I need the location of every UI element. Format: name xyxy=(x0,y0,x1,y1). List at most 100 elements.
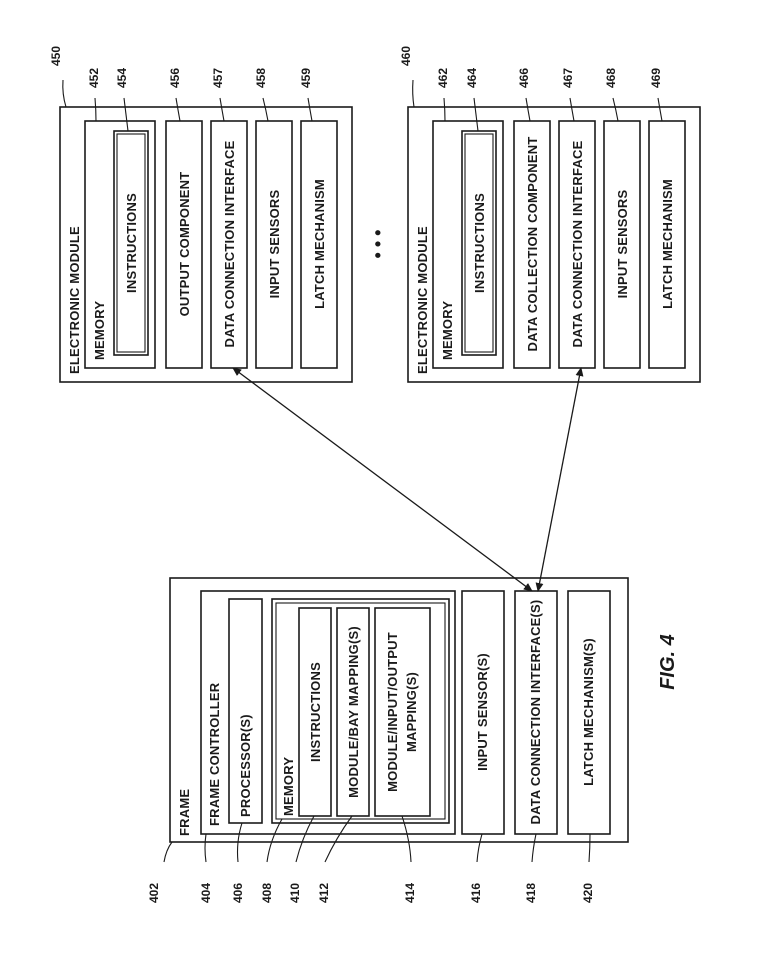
module-a-instructions-label: INSTRUCTIONS xyxy=(124,193,139,293)
instructions-label: INSTRUCTIONS xyxy=(308,662,323,762)
leader-402 xyxy=(163,841,173,863)
ref-416: 416 xyxy=(469,883,483,903)
leader-469 xyxy=(657,97,663,122)
module-a-memory-title: MEMORY xyxy=(92,301,107,360)
module-a-instructions-box xyxy=(113,130,149,356)
leader-459 xyxy=(307,97,313,122)
module-a-data-connection-box xyxy=(210,120,248,369)
module-a-instructions-inner xyxy=(116,133,146,353)
module-io-mapping-label-2: MAPPING(S) xyxy=(404,672,419,752)
ref-406: 406 xyxy=(231,883,245,903)
leader-416 xyxy=(476,833,483,863)
module-bay-mapping-label: MODULE/BAY MAPPING(S) xyxy=(346,626,361,798)
frame-latch-box xyxy=(567,590,611,835)
ref-418: 418 xyxy=(524,883,538,903)
ref-456: 456 xyxy=(168,68,182,88)
ref-469: 469 xyxy=(649,68,663,88)
module-ellipsis: • • • xyxy=(368,230,388,259)
leader-460 xyxy=(412,79,415,108)
connection-arrow-module-a xyxy=(232,367,533,592)
ref-450: 450 xyxy=(49,46,63,66)
frame-latch-label: LATCH MECHANISM(S) xyxy=(581,638,596,786)
frame-input-sensors-label: INPUT SENSOR(S) xyxy=(475,653,490,771)
module-a-output-box xyxy=(165,120,203,369)
module-io-mapping-label-1: MODULE/INPUT/OUTPUT xyxy=(385,632,400,792)
ref-457: 457 xyxy=(211,68,225,88)
instructions-box xyxy=(298,607,332,817)
leader-468 xyxy=(612,97,619,122)
leader-412 xyxy=(324,815,353,863)
ref-459: 459 xyxy=(299,68,313,88)
electronic-module-a: ELECTRONIC MODULE MEMORY INSTRUCTIONS OU… xyxy=(59,106,353,383)
leader-462 xyxy=(443,97,446,122)
module-b-reference-numerals: 460 462 464 466 467 468 469 xyxy=(399,46,663,132)
frame-block: FRAME FRAME CONTROLLER PROCESSOR(S) MEMO… xyxy=(169,577,629,843)
controller-memory-outline xyxy=(271,598,450,824)
ref-410: 410 xyxy=(288,883,302,903)
module-b-data-connection-label: DATA CONNECTION INTERFACE xyxy=(570,140,585,347)
leader-414 xyxy=(401,815,412,863)
controller-memory-inner-outline xyxy=(275,602,446,820)
module-b-instructions-inner xyxy=(464,133,494,353)
module-a-data-connection-label: DATA CONNECTION INTERFACE xyxy=(222,140,237,347)
module-io-mapping-box xyxy=(374,607,431,817)
module-b-input-sensors-box xyxy=(603,120,641,369)
frame-controller-title: FRAME CONTROLLER xyxy=(207,682,222,826)
ref-412: 412 xyxy=(317,883,331,903)
leader-410 xyxy=(295,815,315,863)
electronic-module-b: ELECTRONIC MODULE MEMORY INSTRUCTIONS DA… xyxy=(407,106,701,383)
module-a-latch-label: LATCH MECHANISM xyxy=(312,179,327,309)
module-b-data-collection-label: DATA COLLECTION COMPONENT xyxy=(525,137,540,352)
processor-box xyxy=(228,598,263,824)
leader-454 xyxy=(123,97,129,132)
ref-466: 466 xyxy=(517,68,531,88)
module-a-input-sensors-label: INPUT SENSORS xyxy=(267,189,282,298)
leader-458 xyxy=(262,97,269,122)
module-b-instructions-label: INSTRUCTIONS xyxy=(472,193,487,293)
processor-label: PROCESSOR(S) xyxy=(238,714,253,817)
module-a-outline xyxy=(59,106,353,383)
leader-418 xyxy=(531,833,537,863)
frame-title: FRAME xyxy=(177,789,192,836)
ref-460: 460 xyxy=(399,46,413,66)
module-a-reference-numerals: 450 452 454 456 457 458 459 xyxy=(49,46,313,132)
ref-402: 402 xyxy=(147,883,161,903)
ref-454: 454 xyxy=(115,68,129,88)
module-a-memory-outline xyxy=(84,120,156,369)
leader-464 xyxy=(473,97,479,132)
frame-data-connection-label: DATA CONNECTION INTERFACE(S) xyxy=(528,600,543,825)
connection-arrow-module-b xyxy=(535,367,584,592)
module-a-output-label: OUTPUT COMPONENT xyxy=(177,172,192,317)
leader-457 xyxy=(219,97,225,122)
ref-404: 404 xyxy=(199,883,213,903)
module-b-input-sensors-label: INPUT SENSORS xyxy=(615,189,630,298)
leader-452 xyxy=(94,97,97,122)
ref-408: 408 xyxy=(260,883,274,903)
ref-452: 452 xyxy=(87,68,101,88)
ref-414: 414 xyxy=(403,883,417,903)
leader-408 xyxy=(266,818,283,863)
leader-466 xyxy=(525,97,531,122)
leader-404 xyxy=(204,833,207,863)
frame-reference-numerals: 402 404 406 408 410 412 414 416 418 420 xyxy=(147,815,595,903)
module-b-memory-title: MEMORY xyxy=(440,301,455,360)
leader-467 xyxy=(569,97,575,122)
module-bay-mapping-box xyxy=(336,607,370,817)
module-b-instructions-box xyxy=(461,130,497,356)
ref-468: 468 xyxy=(604,68,618,88)
ref-458: 458 xyxy=(254,68,268,88)
controller-memory-title: MEMORY xyxy=(281,757,296,816)
ref-467: 467 xyxy=(561,68,575,88)
module-b-title: ELECTRONIC MODULE xyxy=(415,226,430,374)
module-b-latch-label: LATCH MECHANISM xyxy=(660,179,675,309)
module-b-latch-box xyxy=(648,120,686,369)
ref-464: 464 xyxy=(465,68,479,88)
leader-450 xyxy=(62,79,67,108)
ref-420: 420 xyxy=(581,883,595,903)
module-a-title: ELECTRONIC MODULE xyxy=(67,226,82,374)
leader-456 xyxy=(175,97,181,122)
ref-462: 462 xyxy=(436,68,450,88)
figure-label: FIG. 4 xyxy=(657,634,679,690)
leader-406 xyxy=(236,822,243,863)
